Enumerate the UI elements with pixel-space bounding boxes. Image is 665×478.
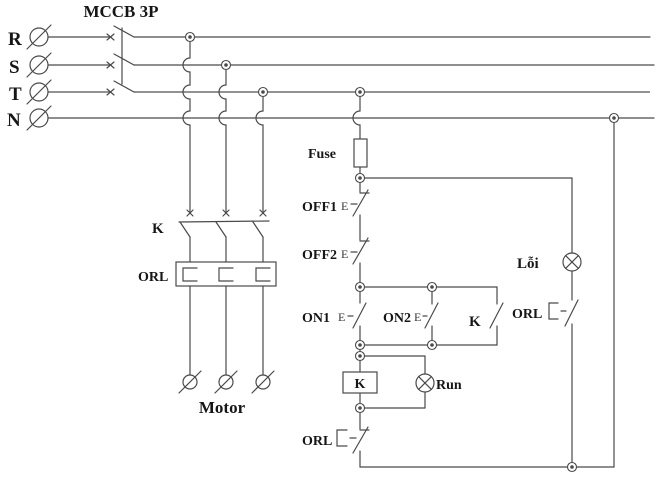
fault-lamp-icon — [562, 252, 582, 272]
orl-fault-contact-label: ORL — [512, 307, 542, 322]
fault-lamp-label: Lỗi — [517, 256, 539, 272]
junction-dot — [354, 339, 366, 351]
junction-dot — [354, 402, 366, 414]
on1-label: ON1 — [302, 311, 330, 326]
fuse-icon — [353, 138, 368, 179]
phase-label-r: R — [8, 29, 22, 50]
off2-nc-contact-icon — [350, 237, 370, 265]
phase-terminal-icons — [26, 24, 52, 131]
junction-dots — [184, 31, 620, 473]
fuse-label: Fuse — [308, 147, 336, 162]
on2-no-contact-icon — [422, 302, 439, 329]
phase-terminal-n-icon — [26, 105, 52, 131]
off2-pushbutton-cap-icon: E — [341, 247, 348, 261]
orl-nc-contact-icon — [336, 426, 370, 454]
phase-terminal-r-icon — [26, 24, 52, 50]
k-coil-label: K — [355, 377, 366, 392]
contactor-k-icon — [178, 209, 270, 263]
contactor-label: K — [152, 221, 164, 237]
junction-dot — [608, 112, 620, 124]
orl-main-contact-label: ORL — [302, 434, 332, 449]
mccb-breaker-icon — [106, 25, 135, 96]
overload-relay-icon — [175, 261, 277, 376]
off1-nc-contact-icon — [350, 189, 370, 217]
phase-terminal-t-icon — [26, 79, 52, 105]
motor-terminal-icons — [178, 370, 275, 394]
on2-pushbutton-cap-icon: E — [414, 310, 421, 324]
phase-label-n: N — [7, 110, 21, 131]
junction-dot — [426, 339, 438, 351]
on1-no-contact-icon — [347, 302, 367, 329]
phase-label-t: T — [9, 84, 22, 105]
power-drop-wires — [182, 36, 361, 214]
k-latch-label: K — [469, 314, 481, 330]
junction-dot — [257, 86, 269, 98]
control-wires — [359, 117, 615, 468]
k-latch-no-contact-icon — [489, 302, 504, 329]
power-bus-lines — [47, 36, 655, 119]
mccb-title: MCCB 3P — [83, 2, 158, 21]
phase-terminal-s-icon — [26, 52, 52, 78]
phase-label-s: S — [9, 57, 20, 78]
on1-pushbutton-cap-icon: E — [338, 310, 345, 324]
off1-label: OFF1 — [302, 200, 337, 215]
overload-relay-label: ORL — [138, 270, 168, 285]
off2-label: OFF2 — [302, 248, 337, 263]
junction-dot — [354, 86, 366, 98]
junction-dot — [354, 172, 366, 184]
run-lamp-icon — [415, 373, 435, 393]
motor-label: Motor — [199, 398, 246, 417]
junction-dot — [566, 461, 578, 473]
junction-dot — [426, 281, 438, 293]
junction-dot — [354, 281, 366, 293]
orl-no-contact-icon — [548, 299, 579, 327]
run-lamp-label: Run — [436, 378, 462, 393]
k-coil-icon — [342, 371, 378, 394]
junction-dot — [184, 31, 196, 43]
junction-dot — [220, 59, 232, 71]
on2-label: ON2 — [383, 311, 411, 326]
junction-dot — [354, 350, 366, 362]
off1-pushbutton-cap-icon: E — [341, 199, 348, 213]
